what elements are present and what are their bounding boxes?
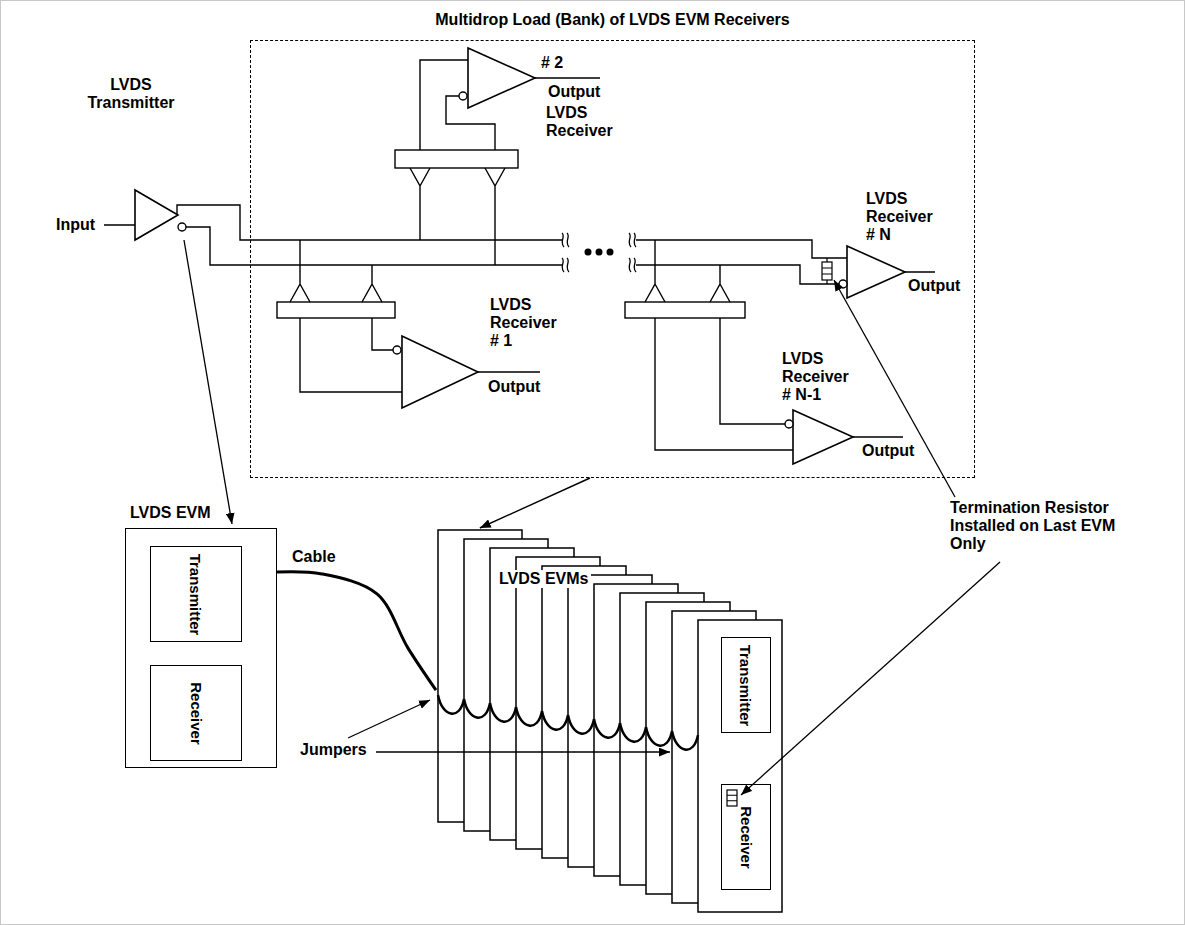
- component-label: LVDS Transmitter: [76, 76, 186, 112]
- ellipsis-dot: [585, 249, 592, 256]
- label-slot: Output: [862, 442, 914, 460]
- callout-note: Termination Resistor Installed on Last E…: [950, 499, 1150, 553]
- receiver-symbol: [793, 410, 853, 464]
- resistor-symbol: [822, 262, 832, 280]
- leader-arrow: [834, 280, 955, 497]
- connector-block: [625, 302, 745, 318]
- pointer-arrow: [480, 478, 590, 528]
- signal-label: Output: [862, 442, 914, 460]
- label-slot: Termination Resistor Installed on Last E…: [950, 499, 1150, 553]
- block-label: Transmitter: [187, 553, 204, 635]
- stack-title: LVDS EVMs: [497, 570, 591, 588]
- transmitter-block: Transmitter: [721, 637, 771, 733]
- jumper-wire: [438, 695, 698, 750]
- block-label: Receiver: [738, 806, 755, 869]
- component-number: # 2: [541, 54, 563, 72]
- connector-block: [395, 150, 518, 168]
- component-label: LVDS Receiver # N-1: [782, 350, 862, 404]
- label-slot: LVDS Transmitter: [76, 76, 186, 112]
- leader-arrow: [376, 751, 670, 752]
- receiver-symbol: [847, 246, 905, 298]
- callout-label: Jumpers: [300, 741, 367, 759]
- label-slot: Jumpers: [300, 741, 367, 759]
- signal-label: Input: [56, 216, 95, 234]
- break-symbol: [562, 233, 636, 272]
- inverting-bubble: [785, 420, 793, 428]
- label-slot: Cable: [292, 548, 336, 566]
- driver-symbol: [135, 190, 178, 240]
- signal-label: Output: [548, 83, 600, 101]
- resistor-symbol: [727, 790, 737, 806]
- group-title: Multidrop Load (Bank) of LVDS EVM Receiv…: [251, 11, 974, 29]
- edge-label: Cable: [292, 548, 336, 566]
- resistor-symbol: [727, 795, 737, 800]
- output-wire: [478, 78, 935, 437]
- inverting-bubble: [459, 92, 467, 100]
- label-slot: LVDS Receiver # N: [866, 190, 944, 244]
- evm-stack: LVDS EVMsTransmitterReceiver: [436, 528, 784, 914]
- connector-block: [277, 302, 395, 318]
- label-slot: Output: [548, 83, 600, 101]
- component-label: LVDS Receiver # 1: [490, 296, 568, 350]
- leader-arrow: [184, 240, 232, 524]
- block-label: Receiver: [188, 682, 205, 745]
- label-slot: Input: [56, 216, 95, 234]
- label-slot: LVDS Receiver # N-1: [782, 350, 862, 404]
- bank-region: Multidrop Load (Bank) of LVDS EVM Receiv…: [250, 40, 975, 478]
- board-title: LVDS EVM: [130, 504, 211, 522]
- bus-wire: [104, 205, 847, 284]
- component-label: LVDS Receiver # N: [866, 190, 944, 244]
- label-slot: LVDS Receiver: [546, 104, 626, 140]
- label-slot: LVDS Receiver # 1: [490, 296, 568, 350]
- ellipsis-dot: [607, 249, 614, 256]
- component-label: LVDS Receiver: [546, 104, 626, 140]
- evm-board: LVDS EVMTransmitterReceiver: [125, 528, 277, 768]
- inverting-bubble: [839, 280, 847, 288]
- ellipsis-dot: [596, 249, 603, 256]
- block-label: Transmitter: [738, 644, 755, 726]
- leader-arrow: [348, 700, 430, 738]
- signal-label: Output: [488, 378, 540, 396]
- inverting-bubble: [178, 223, 186, 231]
- receiver-block: Receiver: [150, 665, 242, 761]
- evm-card: [698, 620, 782, 912]
- transmitter-block: Transmitter: [150, 546, 242, 642]
- resistor-symbol: [822, 258, 832, 284]
- signal-label: Output: [908, 277, 960, 295]
- leader-arrow: [741, 562, 1000, 795]
- receiver-symbol: [468, 48, 535, 108]
- inverting-bubble: [393, 346, 401, 354]
- stub-wire: [290, 60, 793, 450]
- label-slot: # 2: [541, 54, 563, 72]
- receiver-block: Receiver: [721, 784, 771, 890]
- receiver-symbol: [402, 336, 478, 408]
- label-slot: Output: [488, 378, 540, 396]
- label-slot: Output: [908, 277, 960, 295]
- cable: [277, 572, 436, 690]
